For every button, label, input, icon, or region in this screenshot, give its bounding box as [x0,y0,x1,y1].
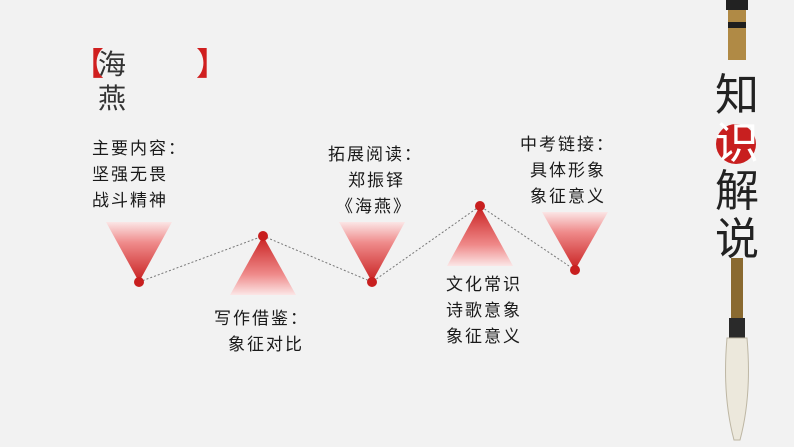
brush-cap [726,0,748,10]
node-5-line-2: 具体形象 [520,158,615,184]
node-dot-3 [367,277,377,287]
side-title-char-4: 说 [712,216,762,264]
brush-handle-top [728,10,746,60]
node-3-heading: 拓展阅读： [328,142,423,168]
node-text-4: 文化常识 诗歌意象 象征意义 [446,272,522,350]
side-title: 知 识 解 说 [712,72,762,264]
node-2-heading: 写作借鉴： [214,306,309,332]
brush-handle-band [728,22,746,28]
node-2-line-2: 象征对比 [214,332,309,358]
node-1-heading: 主要内容： [92,136,187,162]
side-title-char-1: 知 [712,72,762,120]
brush-ferrule [729,318,745,338]
node-1-line-2: 坚强无畏 [92,162,187,188]
node-dot-5 [570,265,580,275]
node-3-line-2: 郑振铎 [328,168,423,194]
node-1-line-3: 战斗精神 [92,188,187,214]
node-dot-1 [134,277,144,287]
triangle-down-5 [542,212,608,270]
brush-bristles [726,338,749,440]
node-text-1: 主要内容： 坚强无畏 战斗精神 [92,136,187,214]
node-dot-2 [258,231,268,241]
node-5-heading: 中考链接： [520,132,615,158]
node-text-3: 拓展阅读： 郑振铎 《海燕》 [328,142,423,220]
node-text-2: 写作借鉴： 象征对比 [214,306,309,358]
triangle-down-3 [339,222,405,282]
brush-handle-lower [731,258,743,318]
node-dot-4 [475,201,485,211]
node-4-line-3: 象征意义 [446,324,522,350]
node-text-5: 中考链接： 具体形象 象征意义 [520,132,615,210]
side-title-char-3: 解 [712,168,762,216]
triangle-up-2 [230,236,296,295]
side-title-char-2-highlight: 识 [712,120,762,168]
triangle-up-4 [447,206,513,266]
node-4-line-2: 诗歌意象 [446,298,522,324]
node-4-line-1: 文化常识 [446,272,522,298]
node-3-line-3: 《海燕》 [328,194,423,220]
node-5-line-3: 象征意义 [520,184,615,210]
